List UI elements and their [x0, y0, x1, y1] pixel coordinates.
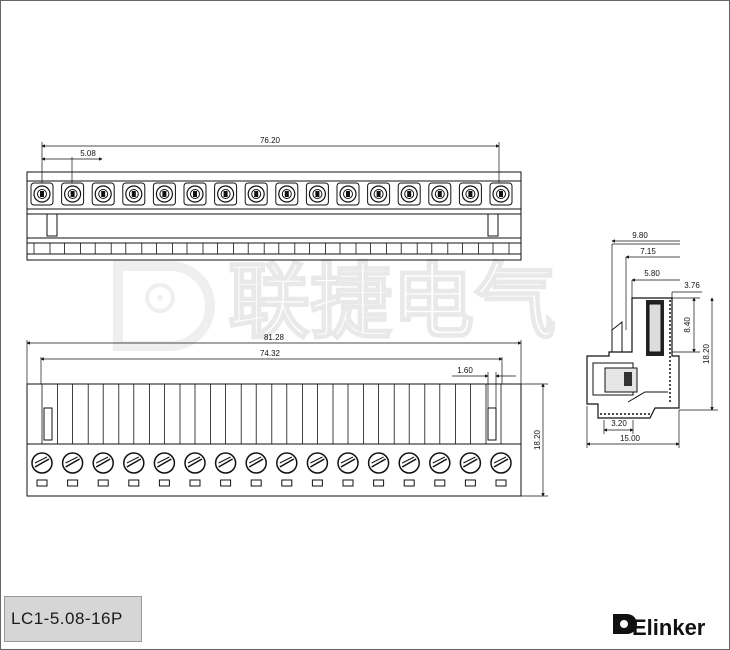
watermark: 联捷电气 — [113, 254, 557, 351]
terminal-screw — [184, 452, 206, 487]
terminal-screw — [123, 452, 145, 487]
top-pin-socket — [152, 182, 176, 206]
terminal-screw — [306, 452, 329, 487]
dim-slot-width: 1.60 — [457, 366, 473, 375]
top-pin-socket — [275, 182, 299, 206]
part-number-box: LC1-5.08-16P — [4, 596, 142, 642]
terminal-screw — [429, 452, 451, 487]
terminal-screw — [337, 452, 359, 487]
terminal-screw — [31, 452, 53, 487]
dim-inner-length: 74.32 — [260, 349, 281, 358]
brand-logo: Elinker — [613, 614, 706, 640]
terminal-screw — [245, 452, 267, 487]
top-pin-socket — [91, 182, 115, 206]
top-pin-socket — [428, 182, 452, 206]
top-pin-socket — [489, 182, 513, 206]
terminal-screw — [459, 452, 482, 487]
dim-side-d2: 15.00 — [620, 434, 641, 443]
dim-side-d1: 3.20 — [611, 419, 627, 428]
top-pin-socket — [336, 182, 360, 206]
top-pin-socket — [458, 182, 482, 206]
part-number: LC1-5.08-16P — [11, 609, 123, 628]
terminal-screw — [61, 452, 84, 487]
dim-side-h2: 18.20 — [702, 343, 711, 364]
top-pin-socket — [30, 182, 54, 206]
top-pin-socket — [61, 182, 85, 206]
top-pin-socket — [367, 182, 391, 206]
terminal-screw — [153, 452, 176, 487]
terminal-screw — [398, 452, 420, 487]
top-pin-socket — [214, 182, 238, 206]
side-view: 9.80 7.15 5.80 3.76 8.40 18.20 3.20 15.0… — [586, 231, 718, 448]
dim-front-height: 18.20 — [533, 429, 542, 450]
top-view: 76.20 5.08 — [26, 136, 522, 261]
dim-side-w3: 5.80 — [644, 269, 660, 278]
watermark-text: 联捷电气 — [228, 255, 556, 350]
dim-side-w1: 9.80 — [632, 231, 648, 240]
top-pin-socket — [397, 182, 421, 206]
front-view: 81.28 74.32 1.60 18.20 — [26, 333, 548, 497]
dim-side-h1: 8.40 — [683, 317, 692, 333]
terminal-screw — [276, 452, 298, 487]
dim-side-w4: 3.76 — [684, 281, 700, 290]
top-pin-socket — [183, 182, 207, 206]
top-pin-socket — [305, 182, 329, 206]
terminal-screw — [214, 452, 237, 487]
top-pin-socket — [122, 182, 146, 206]
dim-pitch: 5.08 — [80, 149, 96, 158]
dim-overall-length: 81.28 — [264, 333, 285, 342]
dim-side-w2: 7.15 — [640, 247, 656, 256]
brand-name: Elinker — [632, 615, 706, 640]
terminal-screw — [92, 452, 114, 487]
terminal-screw — [490, 452, 512, 487]
terminal-screw — [367, 452, 390, 487]
top-pin-socket — [244, 182, 268, 206]
dim-top-span: 76.20 — [260, 136, 281, 145]
